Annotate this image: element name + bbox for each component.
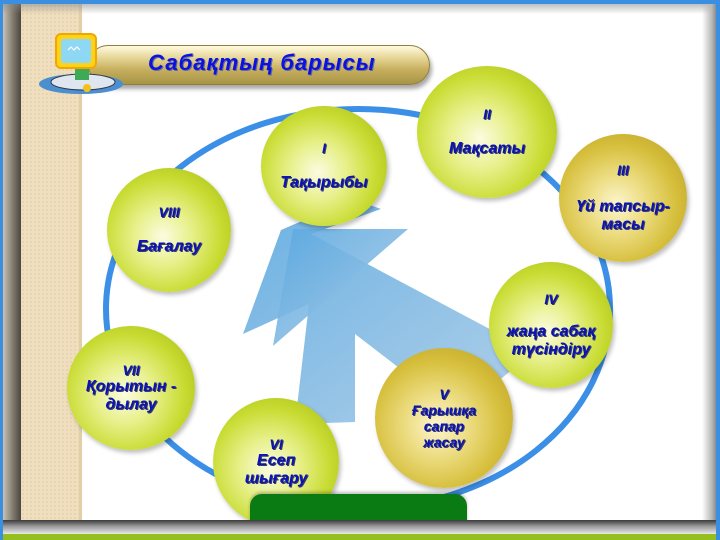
step-bubble-2[interactable]: II Мақсаты [417, 66, 557, 198]
step-number: II [483, 105, 491, 122]
top-shadow [3, 4, 716, 14]
right-shadow [702, 4, 716, 540]
step-number: IV [544, 290, 558, 307]
arrow-head [273, 229, 408, 346]
step-bubble-4[interactable]: IV жаңа сабақ түсіндіру [489, 262, 613, 388]
bottom-shadow-bar [3, 520, 716, 534]
bottom-green-strip [3, 534, 716, 540]
step-label-line2: түсіндіру [511, 341, 591, 359]
step-bubble-5[interactable]: V Ғарышқа сапар жасау [375, 348, 513, 488]
step-label-line1: Есеп [256, 451, 296, 469]
page-title: Сабақтың барысы [148, 50, 376, 75]
step-label-line1: Ғарышқа [411, 401, 477, 418]
step-bubble-7[interactable]: VII Қорытын - дылау [67, 326, 195, 450]
step-number: V [439, 385, 449, 402]
step-label-line1: Үй тапсыр- [576, 197, 670, 215]
slide: Сабақтың барысы I Тақырыбы II Мақсаты II… [3, 4, 716, 540]
step-label: Тақырыбы [280, 173, 368, 191]
title-bar [88, 45, 430, 85]
left-shadow [3, 4, 21, 540]
left-decorative-strip [21, 4, 81, 540]
step-number: III [617, 161, 629, 178]
step-label: Бағалау [136, 237, 202, 255]
step-label-line2: дылау [105, 396, 157, 414]
step-label-line2: сапар [423, 418, 465, 434]
step-label: Мақсаты [448, 139, 526, 157]
step-number: I [322, 139, 326, 156]
step-number: VII [122, 361, 140, 378]
step-label-line2: шығару [244, 470, 308, 488]
step-label-line1: жаңа сабақ [506, 322, 596, 340]
strip-edge [79, 4, 82, 540]
step-bubble-1[interactable]: I Тақырыбы [261, 106, 387, 226]
step-bubble-3[interactable]: III Үй тапсыр- масы [559, 134, 687, 262]
step-number: VIII [158, 203, 180, 220]
step-number: VI [269, 435, 283, 452]
step-bubble-8[interactable]: VIII Бағалау [107, 168, 231, 292]
step-label-line1: Қорытын - [85, 377, 177, 395]
step-label-line3: жасау [423, 434, 465, 451]
step-label-line2: масы [601, 216, 645, 234]
computer-monitor-icon [39, 33, 123, 94]
